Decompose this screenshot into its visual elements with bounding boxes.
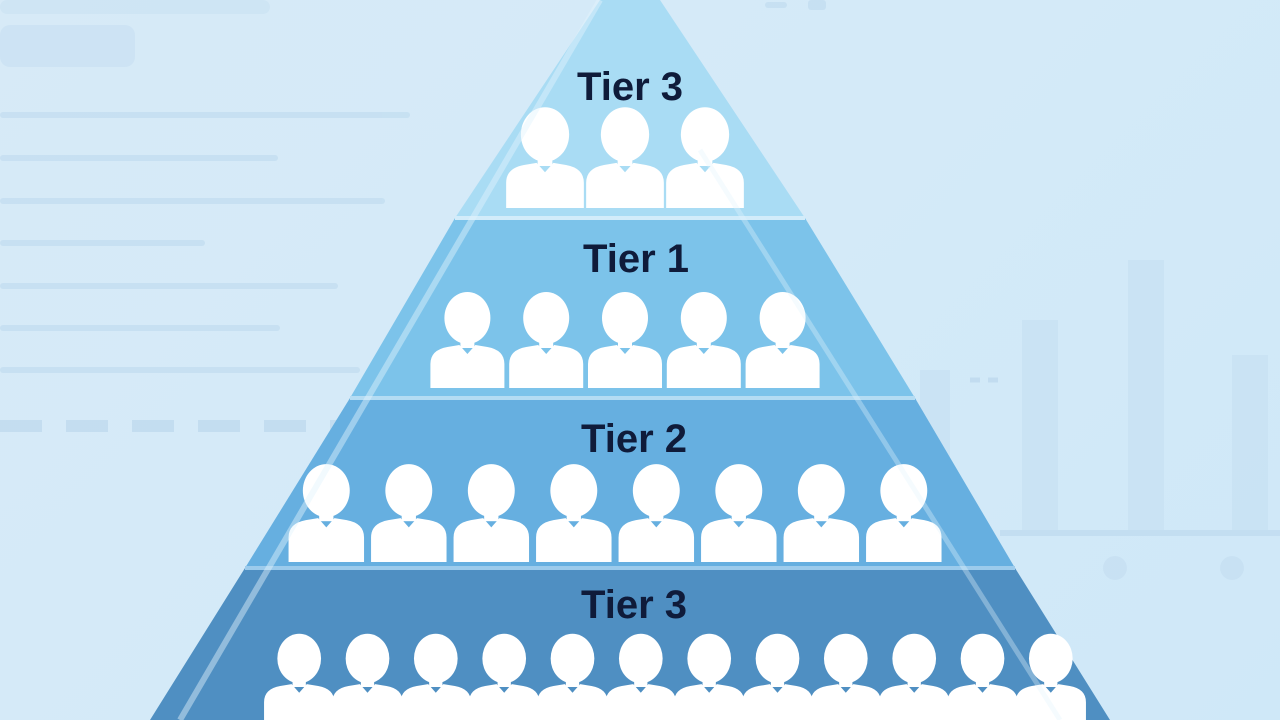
tier-label: Tier 2	[581, 417, 687, 461]
person-icon	[666, 292, 741, 388]
person-icon	[536, 464, 612, 562]
bg-line	[0, 198, 385, 204]
bg-dot	[1220, 556, 1244, 580]
tier-label: Tier 3	[581, 583, 687, 627]
bg-line	[0, 283, 338, 289]
bg-mark	[808, 0, 826, 10]
tier-1-top: Tier 3	[455, 0, 805, 218]
edge-highlight-right	[697, 148, 1063, 720]
people-group	[506, 107, 744, 208]
bg-line	[0, 325, 280, 331]
tier-label: Tier 3	[577, 65, 683, 109]
person-icon	[332, 633, 403, 720]
person-icon	[810, 633, 881, 720]
bg-line	[0, 112, 410, 118]
person-icon	[264, 633, 335, 720]
bg-bar	[1128, 260, 1164, 530]
edge-highlight-left	[177, 0, 603, 720]
person-icon	[745, 292, 820, 388]
person-icon	[430, 292, 505, 388]
person-icon	[469, 633, 540, 720]
tier-label: Tier 1	[583, 237, 689, 281]
person-icon	[605, 633, 676, 720]
person-icon	[674, 633, 745, 720]
person-icon	[1015, 633, 1086, 720]
person-icon	[701, 464, 777, 562]
people-group	[430, 292, 820, 388]
bg-mark	[765, 2, 787, 8]
person-icon	[879, 633, 950, 720]
bg-axis	[1000, 530, 1280, 536]
person-icon	[288, 464, 365, 562]
people-group	[288, 464, 942, 562]
bg-line	[0, 155, 278, 161]
tier-3: Tier 2	[245, 398, 1015, 568]
person-icon	[783, 464, 860, 562]
person-icon	[400, 633, 471, 720]
bg-line	[0, 367, 360, 373]
person-icon	[618, 464, 695, 562]
person-icon	[947, 633, 1018, 720]
bg-blur-block	[0, 25, 135, 67]
bg-bar	[1022, 320, 1058, 530]
person-icon	[666, 107, 744, 208]
people-group	[264, 633, 1086, 720]
person-icon	[537, 633, 608, 720]
person-icon	[866, 464, 942, 562]
person-icon	[742, 633, 813, 720]
person-icon	[588, 292, 662, 388]
person-icon	[371, 464, 447, 562]
bg-line	[0, 240, 205, 246]
tier-2: Tier 1	[350, 218, 915, 398]
bg-blur-block	[0, 0, 270, 14]
pyramid: Tier 3 Tier 1 Tier 2 Tier 3	[150, 0, 1110, 720]
background-decoration	[0, 0, 1280, 580]
bg-dot	[1103, 556, 1127, 580]
tier-4-base: Tier 3	[150, 568, 1110, 720]
person-icon	[506, 107, 584, 208]
person-icon	[453, 464, 530, 562]
person-icon	[509, 292, 584, 388]
bg-bar	[1232, 355, 1268, 530]
person-icon	[586, 107, 664, 208]
